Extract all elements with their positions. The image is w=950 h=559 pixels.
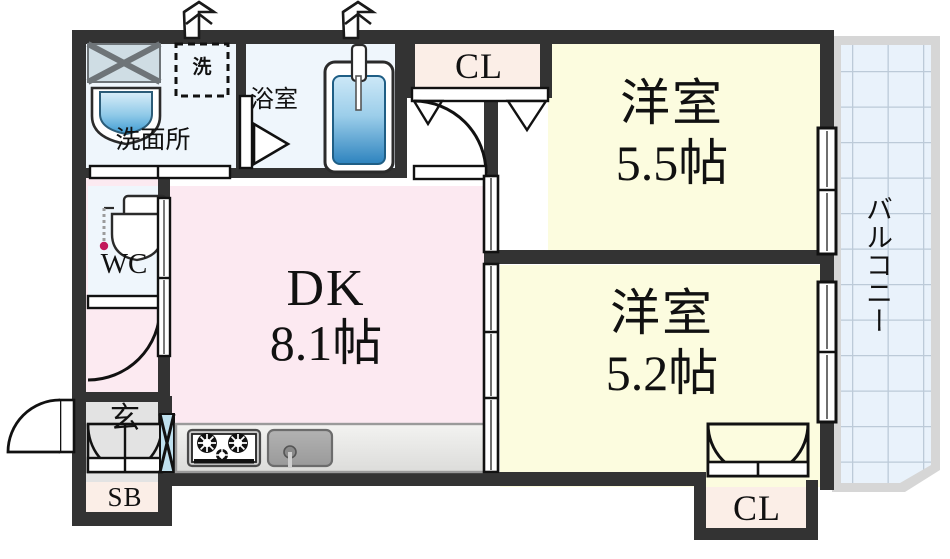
entrance-step: [86, 422, 164, 474]
washbasin-fixture: [90, 86, 162, 146]
wall-under-bath: [240, 168, 407, 178]
fixed-window-x: [86, 41, 162, 85]
hall-folding-door: [158, 413, 176, 473]
balcony-door-2: [816, 280, 838, 424]
balcony-area: [832, 36, 940, 492]
balcony-door-1: [816, 126, 838, 256]
wall-bath-right: [395, 44, 407, 176]
bathtub-fixture: [323, 43, 395, 174]
washing-machine-space: [174, 42, 230, 98]
wall-left-upper: [72, 30, 86, 402]
bedroom2-fill: [500, 265, 833, 487]
dk-bedroom2-sliding-door: [482, 262, 500, 474]
bath-door: [238, 94, 291, 170]
kitchen-sink: [266, 428, 334, 468]
bedroom1-fill: [548, 42, 833, 257]
wall-bottom-dk: [158, 472, 706, 486]
wall-cl-right: [540, 44, 552, 98]
vent-marker-bath: [341, 0, 378, 40]
cl-bottom-door: [706, 422, 810, 478]
hall-dk-sliding-door: [156, 196, 172, 358]
openings-layer: [6, 0, 838, 478]
room-fills: [80, 36, 940, 539]
vent-marker-washroom: [182, 0, 219, 40]
wall-between-bedrooms: [484, 250, 834, 264]
wall-bottom-entrance: [72, 512, 172, 526]
kitchen-counter: [174, 422, 500, 474]
wall-cl-bottom-left: [694, 480, 706, 540]
washroom-sliding-door: [88, 164, 232, 180]
wall-top: [72, 30, 834, 44]
wall-left-entrance: [72, 396, 86, 526]
wall-cl-top-left: [407, 44, 415, 94]
dk-bedroom1-sliding-door: [482, 174, 500, 254]
toilet-fixture: [99, 194, 168, 262]
entrance-door: [6, 398, 76, 454]
cl-top-door: [410, 86, 550, 181]
wall-cl-bottom-right: [806, 480, 818, 540]
wall-cl-bottom-bot: [694, 528, 818, 540]
gas-stove: [186, 428, 262, 468]
wall-wc-bottom: [85, 392, 165, 402]
